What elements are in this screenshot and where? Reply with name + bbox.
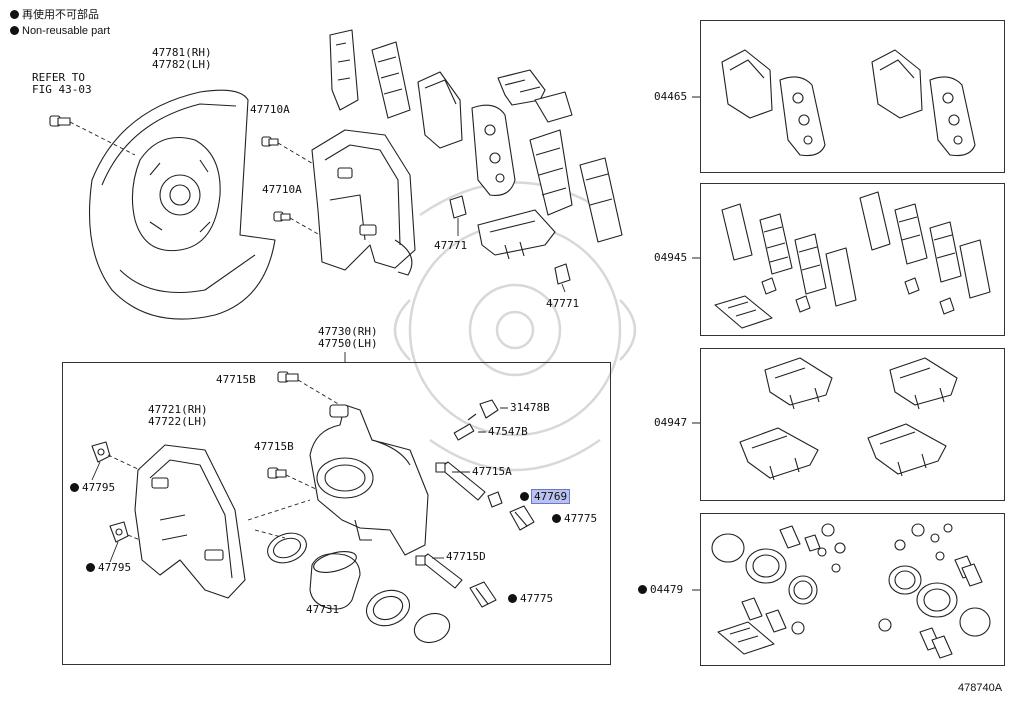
label-47769-highlight: 47769: [530, 489, 571, 504]
label-47731[interactable]: 47731: [306, 603, 340, 616]
washer-47795-lower[interactable]: [109, 521, 129, 543]
label-47730[interactable]: 47730(RH): [318, 325, 378, 338]
bolt-47710a-lower[interactable]: [273, 211, 291, 222]
figure-code: 478740A: [958, 682, 1003, 694]
kit-04465-frame: [700, 20, 1005, 173]
anti-rattle-clips[interactable]: [477, 69, 573, 260]
non-reusable-dot-icon: [10, 10, 19, 19]
caliper-cylinder[interactable]: [309, 404, 429, 556]
label-47795-bot[interactable]: 47795: [86, 562, 131, 574]
bleeder-plug-47547b[interactable]: [453, 413, 477, 441]
refer-to-line1: REFER TO: [32, 71, 85, 84]
label-47775-top[interactable]: 47775: [552, 513, 597, 525]
piston-seal[interactable]: [263, 528, 310, 568]
pad-clip-47771-right[interactable]: [554, 263, 571, 285]
label-04945[interactable]: 04945: [654, 251, 688, 264]
label-47710a-mid[interactable]: 47710A: [262, 183, 302, 196]
label-47775-bot-text: 47775: [520, 592, 554, 605]
slide-pin-47715d[interactable]: [415, 553, 463, 589]
label-04479[interactable]: 04479: [638, 584, 683, 596]
label-47750[interactable]: 47750(LH): [318, 337, 378, 350]
kit-04479-frame: [700, 513, 1005, 666]
pin-boot-47775-upper[interactable]: [509, 505, 535, 531]
label-04465[interactable]: 04465: [654, 90, 688, 103]
label-47722[interactable]: 47722(LH): [148, 415, 208, 428]
kit-04479-drawing[interactable]: [711, 523, 991, 659]
label-47721[interactable]: 47721(RH): [148, 403, 208, 416]
label-47715b-mid[interactable]: 47715B: [254, 440, 294, 453]
label-47771-left[interactable]: 47771: [434, 239, 468, 252]
kit-04947-drawing[interactable]: [739, 357, 958, 481]
refer-bolt[interactable]: [49, 115, 71, 127]
non-reusable-dot-icon: [70, 483, 79, 492]
label-04479-text: 04479: [650, 583, 684, 596]
non-reusable-dot-icon: [10, 26, 19, 35]
bolt-47715b-middle[interactable]: [267, 467, 287, 479]
slide-pin-47715a[interactable]: [435, 461, 486, 501]
bleeder-cap-31478b[interactable]: [479, 399, 499, 419]
non-reusable-dot-icon: [520, 492, 529, 501]
label-47771-right[interactable]: 47771: [546, 297, 580, 310]
bolt-47710a-upper[interactable]: [261, 136, 279, 147]
refer-to-line2[interactable]: FIG 43-03: [32, 83, 92, 96]
bolt-47715b-upper[interactable]: [277, 371, 299, 383]
legend-jp-text: 再使用不可部品: [22, 9, 99, 21]
label-47781[interactable]: 47781(RH): [152, 46, 212, 59]
bushing-47769[interactable]: [487, 491, 503, 508]
legend-en: Non-reusable part: [10, 25, 110, 38]
label-47547b[interactable]: 47547B: [488, 425, 528, 438]
label-47715b-top[interactable]: 47715B: [216, 373, 256, 386]
non-reusable-dot-icon: [552, 514, 561, 523]
label-47710a-top[interactable]: 47710A: [250, 103, 290, 116]
label-31478b[interactable]: 31478B: [510, 401, 550, 414]
piston-boot[interactable]: [362, 585, 415, 632]
non-reusable-dot-icon: [86, 563, 95, 572]
label-47715a[interactable]: 47715A: [472, 465, 512, 478]
label-47795-top[interactable]: 47795: [70, 482, 115, 494]
legend-en-text: Non-reusable part: [22, 25, 111, 37]
label-47795-top-text: 47795: [82, 481, 116, 494]
kit-04945-drawing[interactable]: [714, 191, 991, 329]
non-reusable-dot-icon: [638, 585, 647, 594]
pin-boot-47775-lower[interactable]: [469, 581, 497, 608]
kit-04947-frame: [700, 348, 1005, 501]
label-47769[interactable]: 47769: [520, 489, 571, 504]
piston-47731[interactable]: [309, 548, 361, 610]
label-47782[interactable]: 47782(LH): [152, 58, 212, 71]
label-47795-bot-text: 47795: [98, 561, 132, 574]
non-reusable-dot-icon: [508, 594, 517, 603]
brake-pad-set[interactable]: [329, 29, 623, 243]
set-ring[interactable]: [410, 609, 453, 648]
label-47775-top-text: 47775: [564, 512, 598, 525]
caliper-mounting-bracket[interactable]: [134, 444, 246, 599]
kit-04465-drawing[interactable]: [721, 49, 976, 157]
legend-jp: 再使用不可部品: [10, 9, 99, 22]
dust-shield[interactable]: [88, 89, 276, 320]
label-47775-bot[interactable]: 47775: [508, 593, 553, 605]
pad-clip-47771-left[interactable]: [449, 195, 467, 219]
kit-04945-frame: [700, 183, 1005, 336]
caliper-assembly-frame: [62, 362, 611, 665]
label-47715d[interactable]: 47715D: [446, 550, 486, 563]
torque-plate[interactable]: [311, 129, 416, 276]
label-04947[interactable]: 04947: [654, 416, 688, 429]
